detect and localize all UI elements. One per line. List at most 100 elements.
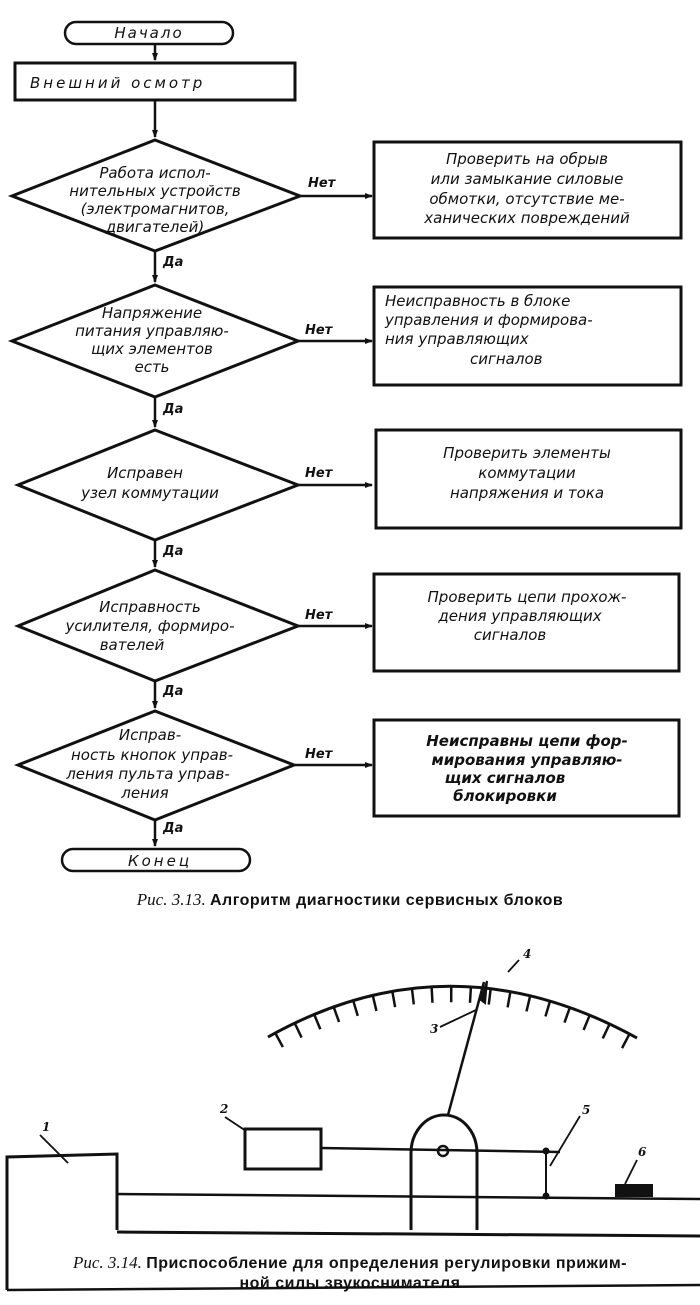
caption-title-line-2: ной силы звукоснимателя [239,1275,461,1292]
process-box-inspection [13,61,297,102]
action-1-line-2: или замыкание силовые [431,170,624,188]
yes-label-3: Да [162,544,183,559]
leader-3 [439,1009,477,1028]
no-label-2: Нет [305,323,334,338]
action-2-line-3: ния управляющих [385,330,529,348]
action-1-line-1: Проверить на обрыв [446,150,608,168]
callout-1: 1 [42,1120,50,1134]
leader-2 [224,1116,247,1132]
caption-figure-number: Рис. 3.13. [136,890,206,909]
pointer-needle [446,981,486,1116]
scale-tick [391,991,397,1008]
callout-6: 6 [638,1145,647,1159]
inspection-label: Внешний осмотр [30,74,205,92]
start-label: Начало [114,24,183,42]
decision-1-line-1: Работа испол- [99,164,210,182]
callout-5: 5 [582,1103,590,1117]
scale-tick [468,986,473,1003]
scale-tick [525,995,532,1012]
scale-arc [267,984,638,1040]
end-label: Конец [128,852,192,870]
device-callouts: 1 2 3 4 5 6 [42,947,647,1159]
yes-label-5: Да [162,821,183,836]
yes-label-4: Да [162,684,183,699]
action-5-line-3: щих сигналов [445,769,566,787]
yes-label-1: Да [162,255,183,270]
bottom-line [116,1230,700,1238]
action-2-line-1: Неисправность в блоке [385,292,570,310]
decision-4-line-3: вателей [100,636,165,654]
action-3-line-3: напряжения и тока [450,484,604,502]
action-3-line-2: коммутации [478,464,576,482]
scale-ticks [274,986,631,1049]
decision-1-line-2: нительных устройств [69,182,241,200]
decision-3-line-1: Исправен [107,464,183,482]
decision-2-line-3: щих элементов [91,340,213,358]
flowchart [7,20,683,873]
action-1-line-3: обмотки, отсутствие ме- [429,190,624,208]
action-5-line-4: блокировки [453,787,557,805]
decision-4-line-2: усилителя, формиро- [64,617,234,635]
counterweight-2 [243,1127,323,1171]
joint-upper [542,1147,550,1155]
leader-1 [39,1134,69,1164]
figure-caption-3-14: Рис. 3.14. Приспособление для определени… [0,1253,700,1294]
no-label-5: Нет [305,747,334,762]
upper-arm [320,1146,561,1154]
action-3-line-1: Проверить элементы [443,444,611,462]
action-box-3 [374,428,683,530]
start-terminal [63,20,235,46]
action-5-line-2: мирования управляю- [431,751,622,769]
action-2-line-4: сигналов [470,350,543,368]
joint-lower [542,1192,550,1200]
scale-tick [430,986,434,1003]
scale-tick [563,1007,572,1024]
scale-tick [620,1033,631,1049]
scale-tick [274,1032,284,1048]
action-1-line-4: ханических повреждений [423,209,630,227]
flowchart-text: Начало Внешний осмотр Работа испол- ните… [30,24,630,870]
device-diagram [5,959,700,1292]
decision-2-line-1: Напряжение [102,304,202,322]
scale-tick [487,988,492,1005]
pointer-tip [479,980,488,1005]
scale-tick [332,1006,341,1023]
callout-2: 2 [219,1102,228,1116]
decision-5-line-2: ность кнопок управ- [71,746,233,764]
decision-4-line-1: Исправность [99,598,201,616]
leader-4 [507,959,520,973]
scale-tick [544,1000,552,1017]
scale-tick [313,1013,322,1030]
scale-tick [582,1014,591,1031]
decision-2-line-2: питания управляю- [75,322,229,340]
figure-caption-3-13: Рис. 3.13. Алгоритм диагностики сервисны… [0,890,700,911]
scale-tick [506,991,512,1008]
end-terminal [60,847,252,873]
action-2-line-2: управления и формирова- [384,311,593,329]
decision-1-line-4: двигателей) [105,218,204,236]
action-box-2 [372,285,683,387]
scale-tick [352,1000,359,1017]
scale-tick [601,1023,611,1040]
action-4-line-3: сигналов [474,626,547,644]
scale-tick [410,988,416,1005]
caption-title-line-1: Приспособление для определения регулиров… [146,1255,627,1272]
decision-1-line-3: (электромагнитов, [81,200,230,218]
base-bottom-line [6,1283,700,1292]
action-4-line-2: дения управляющих [437,607,601,625]
leader-6 [624,1159,638,1185]
leader-5 [549,1115,581,1167]
lower-bar [116,1192,700,1201]
callout-3: 3 [430,1022,438,1036]
scale-tick [293,1022,303,1039]
action-box-4 [372,572,681,673]
no-label-4: Нет [305,608,334,623]
decision-5-line-1: Исправ- [119,726,181,744]
no-label-1: Нет [308,176,337,191]
yes-label-2: Да [162,402,183,417]
action-5-line-1: Неисправны цепи фор- [426,732,628,750]
decision-5-line-3: ления пульта управ- [65,765,230,783]
action-4-line-1: Проверить цепи прохож- [428,588,627,606]
pivot-housing [409,1113,479,1230]
